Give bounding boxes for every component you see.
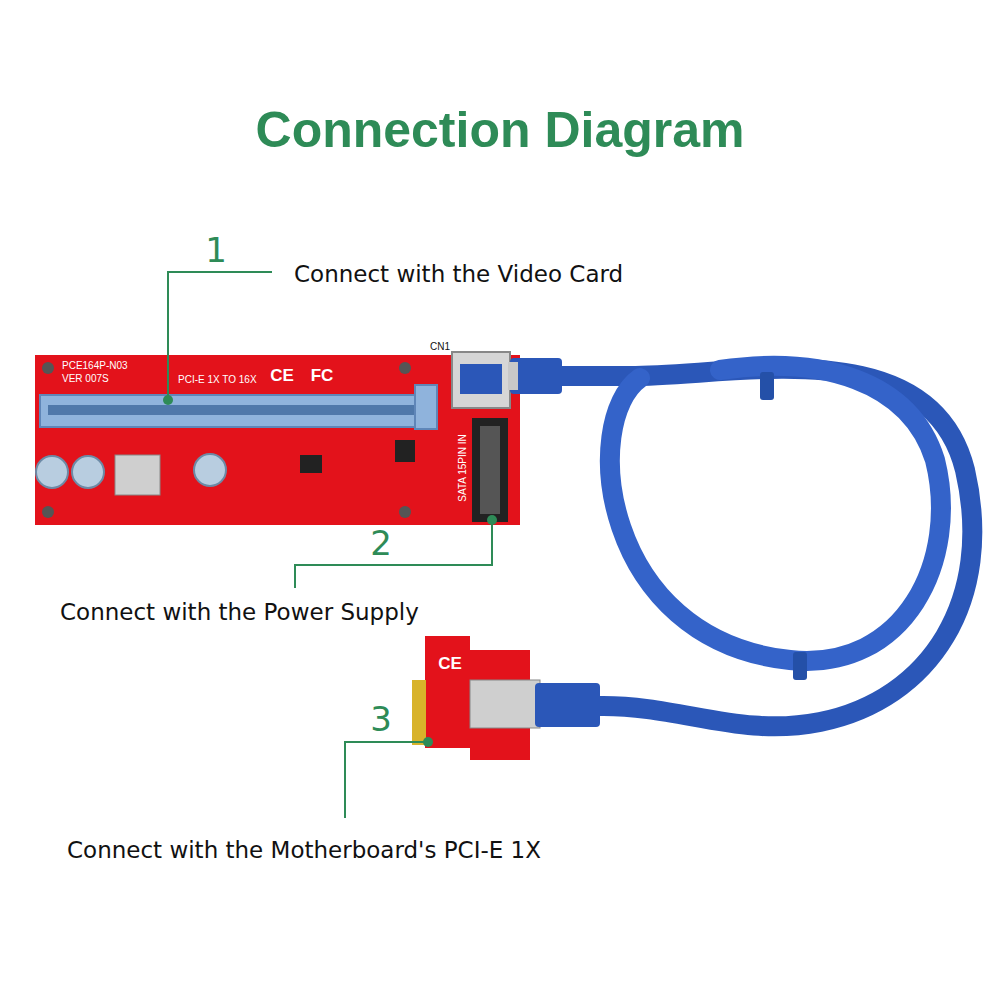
leader-lines bbox=[168, 272, 492, 818]
connector-ref: CN1 bbox=[430, 341, 450, 352]
pcie-x16-slot bbox=[40, 395, 435, 427]
usb-plug-metal bbox=[508, 362, 518, 390]
gold-fingers bbox=[412, 680, 426, 745]
board-type: PCI-E 1X TO 16X bbox=[178, 374, 257, 385]
title: Connection Diagram bbox=[256, 101, 745, 159]
fc-mark: FC bbox=[311, 366, 334, 386]
chip bbox=[300, 455, 322, 473]
sata-slot bbox=[480, 426, 500, 514]
callout-number: 1 bbox=[205, 230, 227, 270]
regulator bbox=[115, 455, 160, 495]
mount-holes bbox=[42, 362, 411, 518]
usb-port-tongue bbox=[460, 364, 502, 394]
slot-groove bbox=[48, 405, 428, 415]
board-version: VER 007S bbox=[62, 373, 109, 384]
sata-label: SATA 15PIN IN bbox=[457, 434, 468, 501]
ce-mark: CE bbox=[438, 654, 462, 674]
callout-number: 2 bbox=[370, 523, 392, 563]
leader-dots bbox=[163, 395, 497, 747]
usb-plug bbox=[535, 683, 600, 727]
chip bbox=[395, 440, 415, 462]
callout-text: Connect with the Motherboard's PCI-E 1X bbox=[67, 837, 541, 863]
cable bbox=[610, 366, 941, 661]
usb-port bbox=[470, 680, 540, 728]
slot-latch bbox=[415, 385, 437, 429]
sata-connector bbox=[472, 418, 508, 522]
ce-mark: CE bbox=[270, 366, 294, 386]
callout-text: Connect with the Video Card bbox=[294, 261, 623, 287]
callout-number: 3 bbox=[370, 699, 392, 739]
cable-ties bbox=[760, 372, 807, 680]
usb-port bbox=[452, 352, 510, 408]
riser-board bbox=[35, 355, 520, 525]
board-model: PCE164P-N03 bbox=[62, 360, 128, 371]
callout-text: Connect with the Power Supply bbox=[60, 599, 419, 625]
